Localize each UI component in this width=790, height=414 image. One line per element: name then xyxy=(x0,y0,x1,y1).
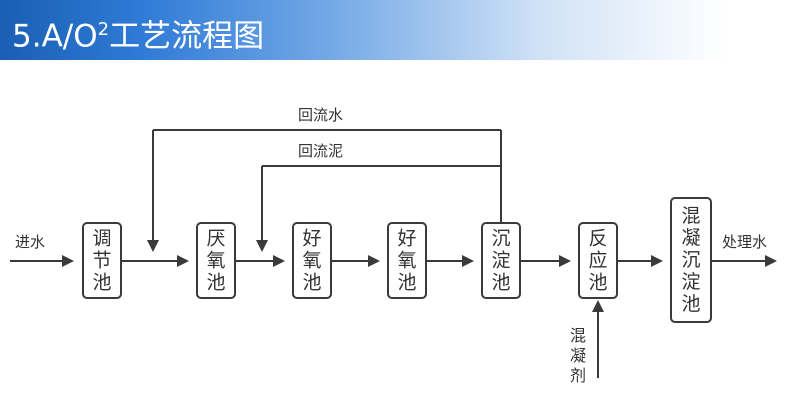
unit-char: 氧 xyxy=(302,250,321,272)
unit-char: 氧 xyxy=(397,250,416,272)
process-unit-reaction: 反应池 xyxy=(578,222,618,299)
unit-box-regulating xyxy=(82,222,122,299)
process-unit-sedimentation: 沉淀池 xyxy=(481,222,521,299)
flow-arrow-4 xyxy=(462,255,474,267)
process-unit-aerobic-1: 好氧池 xyxy=(292,222,332,299)
unit-char: 应 xyxy=(588,250,607,272)
unit-char: 池 xyxy=(206,272,225,294)
unit-char: 池 xyxy=(681,293,700,315)
flow-arrow-1 xyxy=(177,255,189,267)
unit-char: 厌 xyxy=(206,228,225,250)
unit-box-aerobic-1 xyxy=(292,222,332,299)
unit-char: 反 xyxy=(588,228,607,250)
coagulant-char: 剂 xyxy=(570,366,586,385)
return-water-arrow xyxy=(147,240,159,252)
unit-char: 调 xyxy=(92,228,111,250)
unit-char: 池 xyxy=(397,272,416,294)
flow-arrow-2 xyxy=(273,255,285,267)
unit-char: 池 xyxy=(588,272,607,294)
page-title: 5.A/O2工艺流程图 xyxy=(12,6,264,54)
unit-char: 沉 xyxy=(491,228,510,250)
unit-char: 氧 xyxy=(206,250,225,272)
unit-char: 好 xyxy=(302,228,321,250)
return-sludge-label: 回流泥 xyxy=(298,142,343,160)
unit-char: 淀 xyxy=(491,250,510,272)
return-water-label: 回流水 xyxy=(298,106,343,124)
unit-char: 池 xyxy=(491,272,510,294)
unit-box-aerobic-2 xyxy=(387,222,427,299)
title-superscript: 2 xyxy=(97,19,110,40)
flow-arrow-5 xyxy=(559,255,571,267)
coagulant-char: 混 xyxy=(570,326,586,345)
unit-char: 好 xyxy=(397,228,416,250)
outlet-label: 处理水 xyxy=(722,233,767,251)
title-main: 5.A/O xyxy=(12,18,98,55)
unit-char: 节 xyxy=(92,250,111,272)
unit-char: 沉 xyxy=(681,249,700,271)
coagulant-char: 凝 xyxy=(570,346,586,365)
inlet-label: 进水 xyxy=(15,233,45,251)
inlet-arrow-head xyxy=(62,255,74,267)
process-unit-aerobic-2: 好氧池 xyxy=(387,222,427,299)
process-unit-anaerobic: 厌氧池 xyxy=(196,222,236,299)
flow-arrow-6 xyxy=(651,255,663,267)
coagulant-arrow xyxy=(592,300,604,312)
unit-char: 混 xyxy=(681,205,700,227)
return-sludge-arrow xyxy=(256,240,268,252)
flow-arrow-3 xyxy=(368,255,380,267)
unit-box-reaction xyxy=(578,222,618,299)
outlet-arrow-head xyxy=(765,255,777,267)
unit-box-sedimentation xyxy=(481,222,521,299)
unit-char: 凝 xyxy=(681,227,700,249)
unit-char: 池 xyxy=(92,272,111,294)
coagulant-label: 混凝剂 xyxy=(570,326,586,385)
unit-char: 池 xyxy=(302,272,321,294)
process-unit-regulating: 调节池 xyxy=(82,222,122,299)
unit-box-coag-sedimentation xyxy=(670,197,712,323)
unit-char: 淀 xyxy=(681,271,700,293)
unit-box-anaerobic xyxy=(196,222,236,299)
title-tail: 工艺流程图 xyxy=(109,18,265,55)
header-banner xyxy=(0,0,790,60)
